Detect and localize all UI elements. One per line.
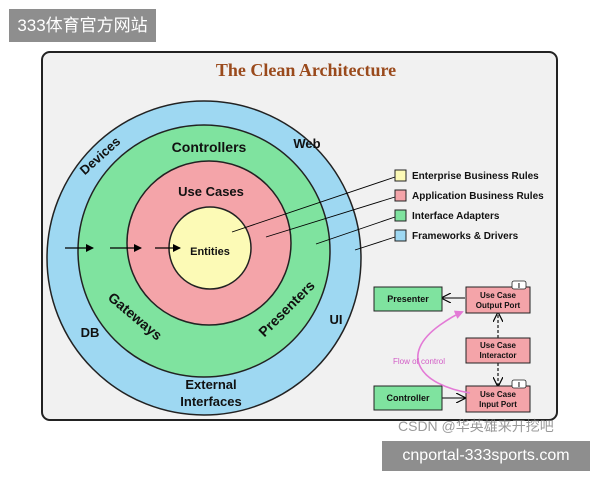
db-label: DB (81, 325, 100, 340)
controller-label: Controller (386, 393, 429, 403)
legend-label-enterprise: Enterprise Business Rules (412, 171, 539, 182)
output-port-box (465, 286, 531, 314)
top-banner: 333体育官方网站 (9, 9, 156, 42)
bottom-banner: cnportal-333sports.com (382, 441, 590, 471)
web-label: Web (293, 136, 320, 151)
output-port-label-line1: Use Case (480, 291, 517, 300)
legend-label-frameworks: Frameworks & Drivers (412, 231, 519, 242)
legend: Enterprise Business Rules Application Bu… (394, 169, 544, 242)
flow-of-control-arrow (417, 310, 471, 394)
legend-label-application: Application Business Rules (412, 191, 544, 202)
csdn-watermark: CSDN @华英雄来开挖吧 (398, 418, 554, 434)
legend-line-enterprise (231, 176, 396, 233)
presenter-label: Presenter (387, 294, 429, 304)
interactor-label-line2: Interactor (480, 351, 517, 360)
input-port-label-line1: Use Case (480, 390, 517, 399)
presenter-box (373, 286, 443, 312)
external-interfaces-label-line2: Interfaces (180, 394, 241, 409)
legend-swatch-adapters (394, 209, 407, 222)
use-cases-label: Use Cases (178, 184, 244, 199)
diagram-title: The Clean Architecture (216, 60, 396, 80)
output-port-badge (511, 280, 527, 290)
flow-of-control-label: Flow of control (393, 357, 445, 366)
input-port-label-line2: Input Port (479, 400, 517, 409)
interactor-label-line1: Use Case (480, 341, 517, 350)
interactor-box (465, 337, 531, 364)
legend-line-adapters (315, 216, 396, 245)
legend-swatch-frameworks (394, 229, 407, 242)
legend-label-adapters: Interface Adapters (412, 211, 500, 222)
legend-swatch-application (394, 189, 407, 202)
controllers-label: Controllers (172, 139, 247, 155)
output-port-label-line2: Output Port (476, 301, 521, 310)
flow-diagram: Presenter Use Case Output Port I Use Cas… (373, 280, 531, 413)
input-port-badge-label: I (518, 382, 520, 389)
legend-line-frameworks (354, 236, 396, 251)
output-port-badge-label: I (518, 283, 520, 290)
input-port-box (465, 385, 531, 413)
external-interfaces-label-line1: External (185, 377, 236, 392)
legend-line-application (265, 196, 396, 238)
legend-swatch-enterprise (394, 169, 407, 182)
ui-label: UI (330, 312, 343, 327)
input-port-badge (511, 379, 527, 389)
entities-label: Entities (190, 246, 230, 258)
controller-box (373, 385, 443, 411)
